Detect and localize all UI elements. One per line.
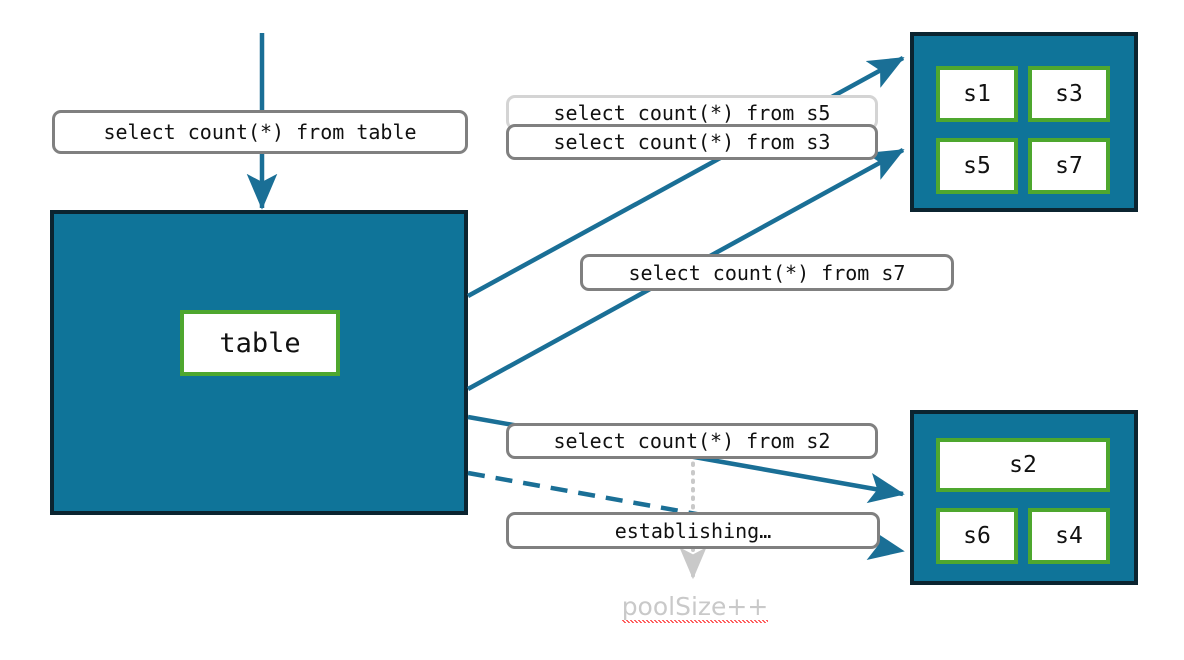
poolsize-annotation: poolSize++: [595, 592, 795, 623]
session-s3[interactable]: s3: [1028, 66, 1110, 122]
session-s6[interactable]: s6: [936, 508, 1018, 564]
query-label-establishing[interactable]: establishing…: [506, 512, 880, 549]
query-label-s7[interactable]: select count(*) from s7: [580, 254, 954, 291]
session-s2[interactable]: s2: [936, 438, 1110, 492]
query-label-s3[interactable]: select count(*) from s3: [506, 124, 878, 160]
session-s5[interactable]: s5: [936, 138, 1018, 194]
query-label-table[interactable]: select count(*) from table: [52, 110, 468, 154]
session-s1[interactable]: s1: [936, 66, 1018, 122]
session-s7[interactable]: s7: [1028, 138, 1110, 194]
poolsize-text: poolSize++: [621, 592, 769, 623]
node-table[interactable]: table: [180, 310, 340, 376]
query-label-s2[interactable]: select count(*) from s2: [506, 423, 878, 459]
session-s4[interactable]: s4: [1028, 508, 1110, 564]
